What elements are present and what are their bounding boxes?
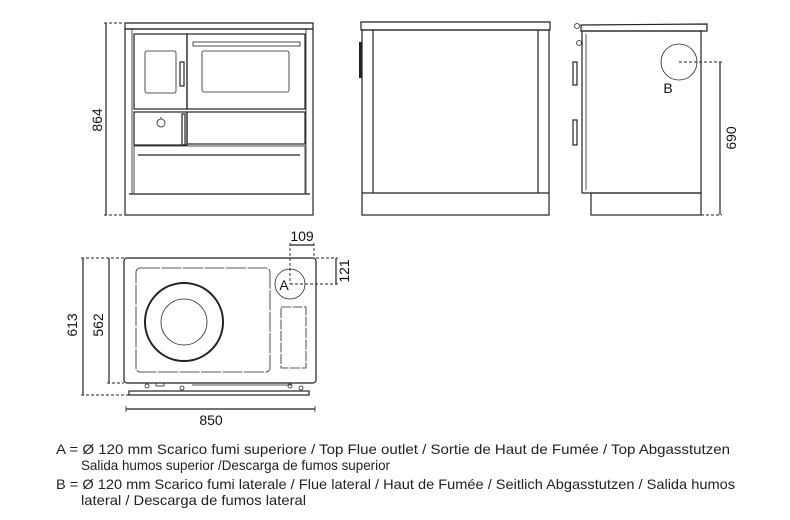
marker-b: B xyxy=(663,80,672,96)
legend-b-line1: B = Ø 120 mm Scarico fumi laterale / Flu… xyxy=(56,476,735,492)
top-plate xyxy=(123,257,317,384)
back-top-plate xyxy=(360,21,551,31)
front-rail xyxy=(128,390,310,396)
side-plinth xyxy=(590,192,702,216)
ash-drawer-handle xyxy=(181,113,186,146)
back-view xyxy=(359,21,551,216)
bottom-drawer xyxy=(133,145,306,195)
ash-drawer xyxy=(133,111,188,146)
oven-window xyxy=(201,50,290,93)
side-handle-bottom xyxy=(572,119,578,146)
front-view: 864 xyxy=(89,22,314,216)
lower-panel xyxy=(186,111,306,145)
side-body xyxy=(581,30,702,194)
dim-flue-b-height: 690 xyxy=(723,126,739,150)
cooking-area xyxy=(135,267,271,373)
oven-handle-bar xyxy=(192,41,301,47)
dim-depth-total: 613 xyxy=(64,313,80,337)
oven-door xyxy=(186,33,306,110)
dim-depth-body: 562 xyxy=(90,313,106,337)
legend-a-line1: A = Ø 120 mm Scarico fumi superiore / To… xyxy=(56,441,730,457)
legend-b-line2: lateral / Descarga de fumos lateral xyxy=(81,492,306,508)
side-handle-top xyxy=(572,61,578,86)
back-body xyxy=(361,29,550,216)
side-view: B 690 xyxy=(572,23,739,216)
hob-ring-inner xyxy=(160,298,208,346)
hob-ring-outer xyxy=(144,282,224,362)
firebox-handle xyxy=(179,61,185,87)
dim-flue-a-y: 121 xyxy=(336,259,352,283)
dim-flue-a-x: 109 xyxy=(290,228,314,244)
firebox-window xyxy=(144,50,177,94)
legend: A = Ø 120 mm Scarico fumi superiore / To… xyxy=(56,441,735,508)
top-view: A 613 562 850 109 121 xyxy=(64,228,352,428)
side-top-plate xyxy=(580,23,708,32)
top-vent-slot xyxy=(280,306,307,369)
front-top-plate xyxy=(124,22,314,30)
dim-height-total: 864 xyxy=(89,108,105,132)
legend-a-line2: Salida humos superior /Descarga de fumos… xyxy=(81,457,390,473)
dim-width: 850 xyxy=(199,412,223,428)
back-side-bump xyxy=(359,42,362,78)
air-regulator-knob xyxy=(156,118,166,128)
marker-a: A xyxy=(279,277,289,293)
front-body xyxy=(124,28,314,216)
firebox-door xyxy=(133,33,188,110)
